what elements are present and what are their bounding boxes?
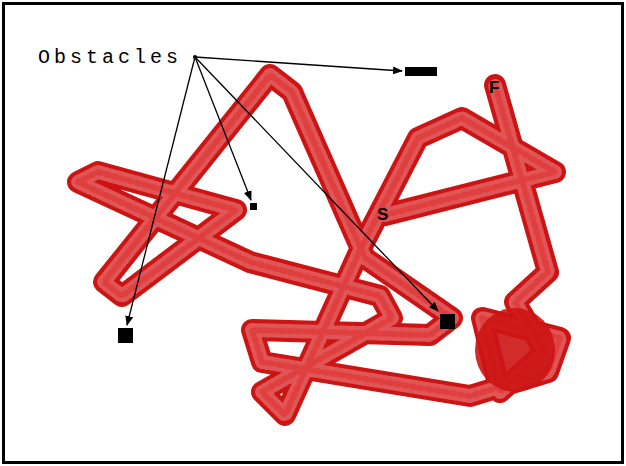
obstacle	[250, 203, 257, 210]
obstacles	[118, 67, 455, 343]
robot-path	[78, 75, 560, 415]
callout-label: Obstacles	[38, 46, 182, 69]
leader-line	[195, 57, 402, 71]
obstacle	[405, 67, 437, 76]
obstacle	[440, 314, 455, 329]
leader-line	[127, 57, 195, 325]
finish-marker: F	[489, 78, 499, 98]
leader-lines	[127, 55, 438, 325]
obstacle	[118, 328, 133, 343]
leader-line	[195, 57, 251, 200]
start-marker: S	[377, 205, 388, 225]
leader-line	[195, 57, 438, 311]
